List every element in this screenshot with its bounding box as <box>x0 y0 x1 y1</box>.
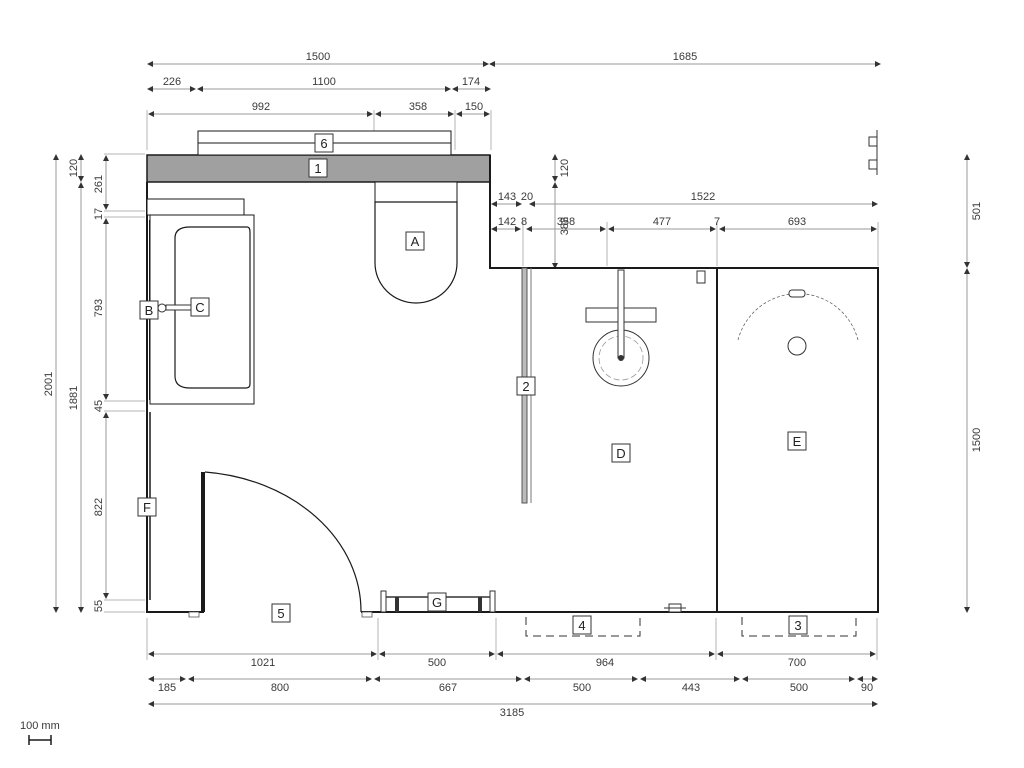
shower-fixture <box>585 269 706 387</box>
dim-667: 667 <box>439 682 457 694</box>
door <box>188 471 378 618</box>
scale-label: 100 mm <box>20 720 60 732</box>
svg-text:2: 2 <box>522 379 529 394</box>
svg-text:1: 1 <box>314 161 321 176</box>
dim-150: 150 <box>465 101 483 113</box>
room-outline <box>146 130 879 613</box>
tag-A[interactable]: A <box>405 231 425 251</box>
dim-120-left: 120 <box>68 159 80 177</box>
dim-17: 17 <box>93 208 105 220</box>
dim-1500-top: 1500 <box>306 51 330 63</box>
right-dimensions: 501 1500 <box>964 154 983 613</box>
tag-3[interactable]: 3 <box>788 615 808 635</box>
dim-358-shower: 358 <box>557 216 575 228</box>
tag-6[interactable]: 6 <box>314 133 334 153</box>
dim-800: 800 <box>271 682 289 694</box>
dim-55: 55 <box>93 600 105 612</box>
tag-D[interactable]: D <box>611 443 631 463</box>
dim-174: 174 <box>462 76 480 88</box>
tag-5[interactable]: 5 <box>271 603 291 623</box>
dim-45: 45 <box>93 400 105 412</box>
dim-388: 388 <box>559 217 571 235</box>
dim-2001: 2001 <box>43 372 55 396</box>
dim-477: 477 <box>653 216 671 228</box>
tag-F[interactable]: F <box>137 497 157 517</box>
dim-1522: 1522 <box>691 191 715 203</box>
dim-8: 8 <box>521 216 527 228</box>
dim-992: 992 <box>252 101 270 113</box>
dim-700: 700 <box>788 657 806 669</box>
scale-bar: 100 mm <box>20 720 60 745</box>
dim-261: 261 <box>93 175 105 193</box>
dim-1881: 1881 <box>68 386 80 410</box>
tag-4[interactable]: 4 <box>572 615 592 635</box>
dim-142: 142 <box>498 216 516 228</box>
dim-358-top: 358 <box>409 101 427 113</box>
dim-3185: 3185 <box>500 707 524 719</box>
dim-500-a: 500 <box>428 657 446 669</box>
tag-C[interactable]: C <box>190 297 210 317</box>
svg-text:C: C <box>195 300 204 315</box>
wall-outlets <box>868 130 878 175</box>
dim-1500-right: 1500 <box>971 428 983 452</box>
floor-outlet <box>664 603 686 613</box>
bathtub <box>737 289 859 356</box>
toilet <box>374 181 458 304</box>
tags: 1 6 A B C 2 D E F 5 G 4 3 <box>137 133 808 635</box>
tag-B[interactable]: B <box>139 300 159 320</box>
svg-text:3: 3 <box>794 618 801 633</box>
dim-143: 143 <box>498 191 516 203</box>
svg-text:E: E <box>793 434 802 449</box>
dim-1021: 1021 <box>251 657 275 669</box>
svg-text:4: 4 <box>578 618 585 633</box>
valve <box>696 270 706 284</box>
dim-1685: 1685 <box>673 51 697 63</box>
svg-text:A: A <box>411 234 420 249</box>
svg-text:6: 6 <box>320 136 327 151</box>
svg-text:G: G <box>432 595 442 610</box>
dim-822: 822 <box>93 498 105 516</box>
dim-7: 7 <box>714 216 720 228</box>
left-dimensions: 2001 120 1881 261 17 793 45 822 55 <box>43 153 145 613</box>
tag-2[interactable]: 2 <box>516 376 536 396</box>
dim-20: 20 <box>521 191 533 203</box>
dim-443: 443 <box>682 682 700 694</box>
dim-500-b: 500 <box>573 682 591 694</box>
dim-693: 693 <box>788 216 806 228</box>
dim-90: 90 <box>861 682 873 694</box>
upper-right-dimensions: 143 20 1522 142 8 358 477 7 693 120 388 <box>491 154 879 269</box>
dim-120-right: 120 <box>559 159 571 177</box>
dim-226: 226 <box>163 76 181 88</box>
tag-1[interactable]: 1 <box>308 158 328 178</box>
bottom-dimensions: 1021 500 964 700 185 800 667 500 443 500… <box>146 618 878 719</box>
dim-501: 501 <box>971 202 983 220</box>
top-dimensions: 1500 1685 226 1100 174 992 358 150 <box>146 51 881 150</box>
dim-185: 185 <box>158 682 176 694</box>
svg-text:5: 5 <box>277 606 284 621</box>
tag-G[interactable]: G <box>427 592 447 612</box>
svg-text:F: F <box>143 500 151 515</box>
dim-793: 793 <box>93 299 105 317</box>
svg-text:D: D <box>616 446 625 461</box>
svg-text:B: B <box>145 303 154 318</box>
dim-964: 964 <box>596 657 614 669</box>
dim-500-c: 500 <box>790 682 808 694</box>
tag-E[interactable]: E <box>787 431 807 451</box>
dim-1100: 1100 <box>312 76 336 88</box>
